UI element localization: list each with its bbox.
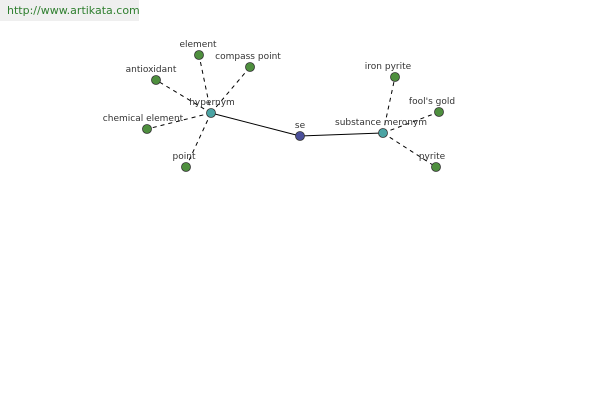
term-node-label[interactable]: point [173, 152, 196, 162]
relation-node-dot[interactable] [378, 128, 388, 138]
term-node-label[interactable]: pyrite [419, 152, 446, 162]
term-node-iron-pyrite[interactable]: iron pyrite [365, 62, 412, 82]
term-node-label[interactable]: chemical element [103, 114, 184, 124]
term-node-label[interactable]: element [179, 40, 217, 50]
term-node-dot[interactable] [434, 107, 444, 117]
site-url-link[interactable]: http://www.artikata.com [7, 4, 140, 17]
relation-node-substance-meronym[interactable]: substance meronym [335, 118, 427, 138]
url-banner: http://www.artikata.com [0, 0, 140, 21]
term-node-dot[interactable] [181, 162, 191, 172]
relation-node-dot[interactable] [206, 108, 216, 118]
edge-substance-meronym-pyrite [382, 132, 437, 168]
term-node-dot[interactable] [431, 162, 441, 172]
term-node-antioxidant[interactable]: antioxidant [126, 65, 177, 85]
edge-substance-meronym-fools-gold [382, 111, 440, 134]
edge-hypernym-compass-point [210, 66, 251, 114]
term-node-pyrite[interactable]: pyrite [419, 152, 446, 172]
graph-nodes: element compass point antioxidant chemical … [103, 40, 455, 172]
term-node-dot[interactable] [245, 62, 255, 72]
term-node-chemical-element[interactable]: chemical element [103, 114, 184, 134]
edge-center-hypernym [210, 112, 301, 137]
center-node-se[interactable]: se [295, 121, 306, 141]
edge-substance-meronym-iron-pyrite [382, 76, 396, 134]
term-node-compass-point[interactable]: compass point [215, 52, 281, 72]
term-node-element[interactable]: element [179, 40, 217, 60]
edge-center-substance-meronym [299, 132, 384, 137]
edge-hypernym-point [185, 112, 212, 168]
term-node-dot[interactable] [151, 75, 161, 85]
graph-edges [146, 54, 440, 168]
relation-node-hypernym[interactable]: hypernym [189, 98, 235, 118]
term-node-dot[interactable] [142, 124, 152, 134]
term-node-dot[interactable] [390, 72, 400, 82]
center-node-label[interactable]: se [295, 121, 306, 131]
edge-hypernym-chemical-element [146, 112, 212, 130]
term-node-fools-gold[interactable]: fool's gold [409, 97, 455, 117]
term-node-label[interactable]: compass point [215, 52, 281, 62]
term-node-label[interactable]: antioxidant [126, 65, 177, 75]
term-node-label[interactable]: fool's gold [409, 97, 455, 107]
edge-hypernym-antioxidant [155, 79, 212, 114]
term-node-point[interactable]: point [173, 152, 196, 172]
term-node-dot[interactable] [194, 50, 204, 60]
relation-node-label[interactable]: substance meronym [335, 118, 427, 128]
term-node-label[interactable]: iron pyrite [365, 62, 412, 72]
relation-node-label[interactable]: hypernym [189, 98, 235, 108]
edge-hypernym-element [198, 54, 212, 114]
center-node-dot[interactable] [295, 131, 305, 141]
